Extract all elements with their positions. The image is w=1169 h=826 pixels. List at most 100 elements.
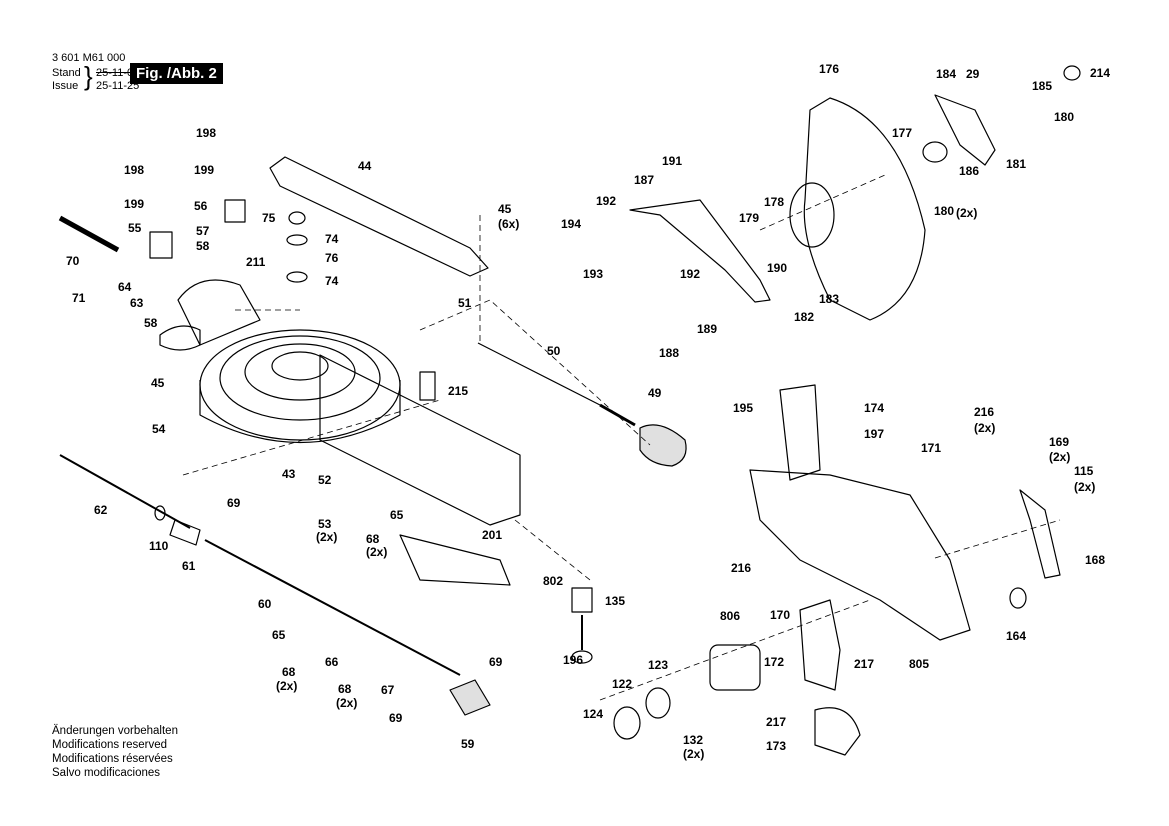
- rod-60: [204, 539, 461, 676]
- part-label: 75: [262, 211, 276, 225]
- part-label: 198: [196, 126, 216, 140]
- part-label: 805: [909, 657, 929, 671]
- handle-59: [449, 679, 491, 716]
- part-label: 61: [182, 559, 196, 573]
- part-label: 58: [144, 316, 158, 330]
- dash-135: [514, 519, 591, 581]
- part-label: 192: [680, 267, 700, 281]
- issue-date: 25-11-25: [96, 80, 140, 92]
- sleeve-61: [169, 519, 201, 546]
- part-label: 63: [130, 296, 144, 310]
- part-label: 171: [921, 441, 941, 455]
- part-label: (2x): [1074, 480, 1095, 494]
- dash-806: [599, 599, 871, 701]
- guard-173: [814, 707, 861, 756]
- part-label: 197: [864, 427, 884, 441]
- part-label: 44: [358, 159, 372, 173]
- bevel-housing: [177, 279, 261, 346]
- assembly-lines: [182, 174, 1061, 701]
- part-label: 69: [389, 711, 403, 725]
- part-label: 122: [612, 677, 632, 691]
- fence-44: [269, 156, 489, 277]
- flange-122: [613, 706, 641, 740]
- part-label: 59: [461, 737, 475, 751]
- part-label: 190: [767, 261, 787, 275]
- knob-56: [224, 199, 246, 223]
- part-label: 110: [149, 539, 169, 553]
- rod-70: [58, 215, 120, 253]
- part-label: 193: [583, 267, 603, 281]
- rod-62: [59, 454, 191, 529]
- guard-170: [799, 599, 841, 691]
- part-label: (2x): [316, 530, 337, 544]
- clip-164: [1009, 587, 1027, 609]
- part-label: 29: [966, 67, 980, 81]
- part-label: 187: [634, 173, 654, 187]
- part-label: 55: [128, 221, 142, 235]
- washer-74: [286, 234, 308, 246]
- part-label: 51: [458, 296, 472, 310]
- brace: }: [84, 61, 93, 91]
- blade-guard-176: [803, 97, 926, 321]
- slide-802: [399, 534, 511, 586]
- stand-label: Stand: [52, 67, 81, 79]
- issue-label: Issue: [52, 80, 79, 92]
- part-label: 135: [605, 594, 625, 608]
- knob-49: [639, 424, 687, 467]
- part-label: 49: [648, 386, 662, 400]
- part-label: 132: [683, 733, 703, 747]
- part-label: 53: [318, 517, 332, 531]
- part-label: 802: [543, 574, 563, 588]
- part-label: 164: [1006, 629, 1026, 643]
- gearbox-806: [709, 644, 761, 691]
- part-label: 185: [1032, 79, 1052, 93]
- part-label: 180: [1054, 110, 1074, 124]
- turntable-rim: [199, 380, 401, 443]
- part-label: 199: [124, 197, 144, 211]
- part-label: 176: [819, 62, 839, 76]
- part-label: (2x): [336, 696, 357, 710]
- part-label: 189: [697, 322, 717, 336]
- note-en: Modifications reserved: [52, 739, 168, 751]
- part-label: 174: [864, 401, 884, 415]
- part-label: 54: [152, 422, 166, 436]
- part-label: 198: [124, 163, 144, 177]
- part-label: 195: [733, 401, 753, 415]
- dust-port-195: [779, 384, 821, 481]
- part-label: 184: [936, 67, 956, 81]
- note-de: Änderungen vorbehalten: [52, 725, 178, 737]
- part-label: 215: [448, 384, 468, 398]
- washer-110: [154, 505, 166, 521]
- part-label: 52: [318, 473, 332, 487]
- part-label: 74: [325, 274, 339, 288]
- part-label: 124: [583, 707, 603, 721]
- part-label: 217: [766, 715, 786, 729]
- note-fr: Modifications réservées: [52, 753, 173, 765]
- note-es: Salvo modificaciones: [52, 767, 161, 779]
- part-label: 60: [258, 597, 272, 611]
- part-label: 192: [596, 194, 616, 208]
- part-label: 188: [659, 346, 679, 360]
- part-label: (6x): [498, 217, 519, 231]
- ring-214: [1063, 65, 1081, 81]
- guard-hub: [789, 182, 835, 248]
- rod-tip: [599, 403, 636, 427]
- washer-74b: [286, 271, 308, 283]
- part-label: (2x): [1049, 450, 1070, 464]
- handle-168: [1019, 489, 1061, 579]
- part-label: 178: [764, 195, 784, 209]
- base-arm: [319, 354, 521, 526]
- part-label: 43: [282, 467, 296, 481]
- part-label: 806: [720, 609, 740, 623]
- part-label: 191: [662, 154, 682, 168]
- part-label: 68: [282, 665, 296, 679]
- dash-43: [182, 399, 441, 476]
- part-label: 74: [325, 232, 339, 246]
- part-label: 70: [66, 254, 80, 268]
- stand-date: 25-11-07: [96, 67, 140, 79]
- part-label: 56: [194, 199, 208, 213]
- part-label: 199: [194, 163, 214, 177]
- nut-75: [288, 211, 306, 225]
- spring-177: [922, 141, 948, 163]
